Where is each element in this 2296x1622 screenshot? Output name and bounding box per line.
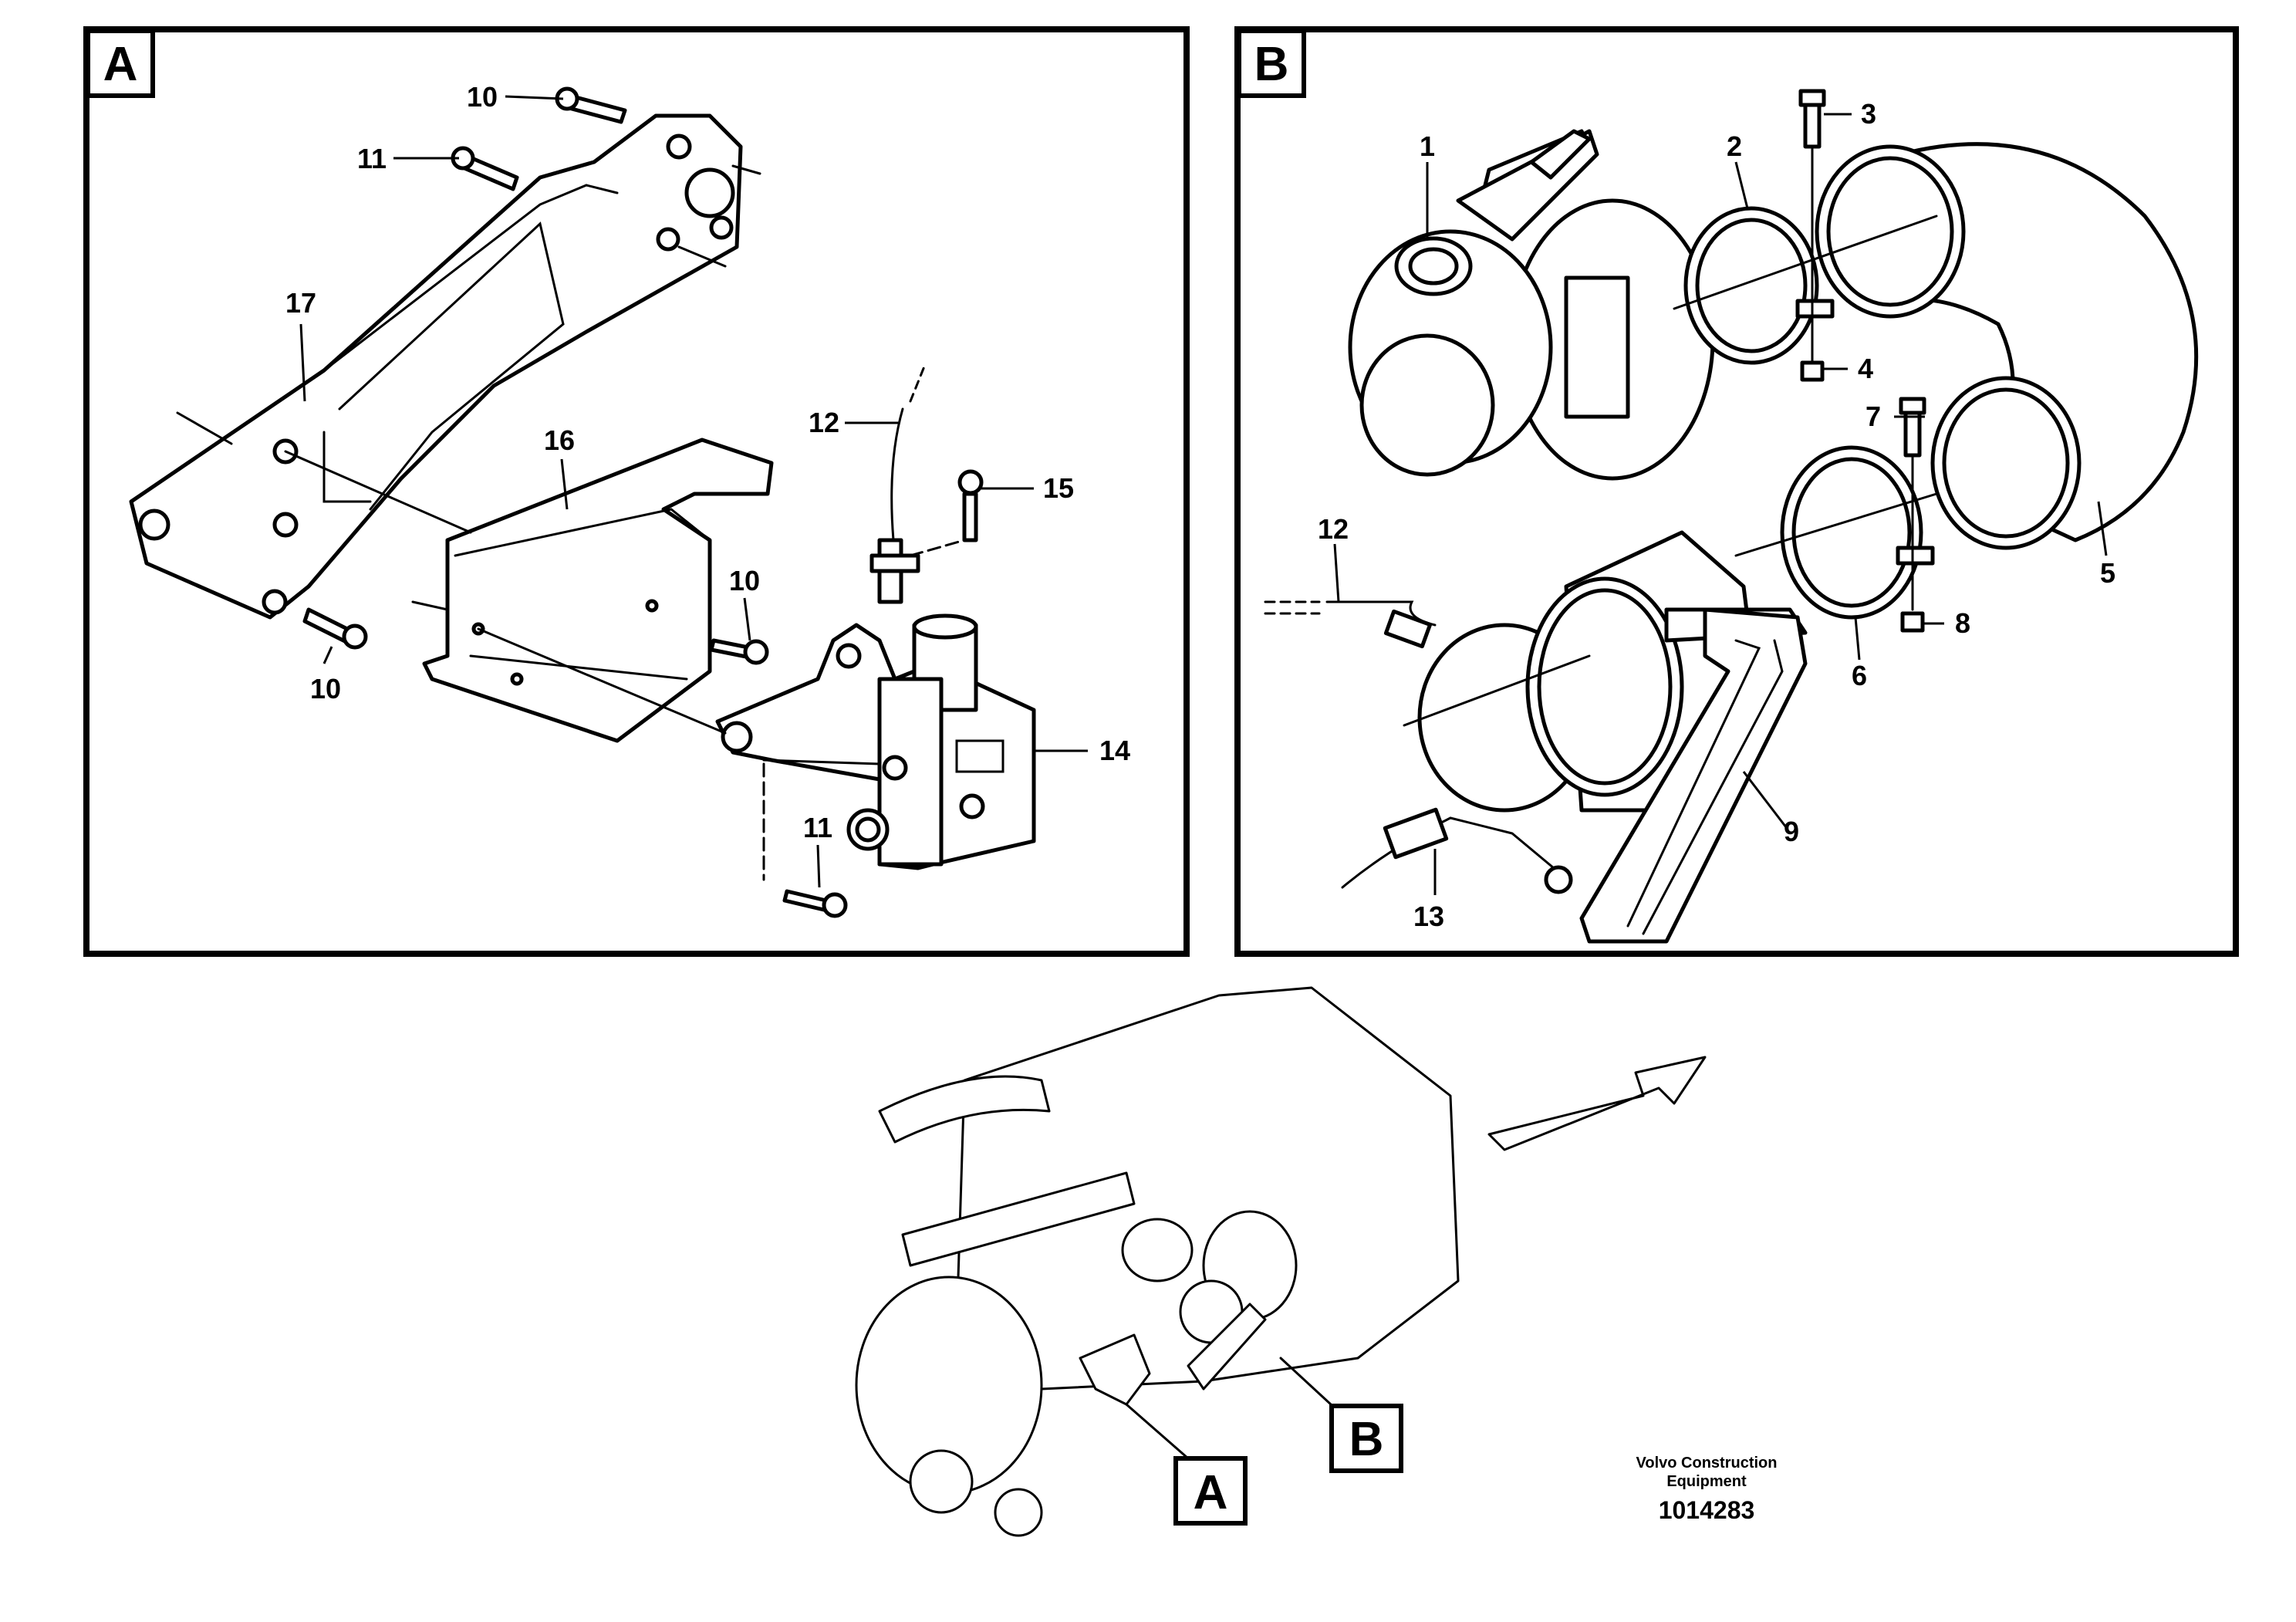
callout-a-12: 12 bbox=[809, 407, 839, 438]
assembly-lines-b bbox=[1403, 215, 1938, 727]
callout-a-10-top: 10 bbox=[467, 81, 498, 113]
bracket-17 bbox=[129, 113, 761, 620]
callouts-a: 10 11 17 16 10 10 12 15 14 11 bbox=[285, 81, 1130, 843]
callouts-b: 1 2 3 4 5 6 7 8 9 12 13 bbox=[1318, 98, 2115, 932]
hose-13 bbox=[1341, 807, 1573, 894]
drawing-number: 1014283 bbox=[1659, 1496, 1755, 1524]
engine-overview bbox=[855, 986, 1707, 1537]
hose-12 bbox=[1264, 600, 1437, 649]
callout-b-7: 7 bbox=[1866, 400, 1881, 432]
footer: Volvo Construction Equipment 1014283 bbox=[1636, 1455, 1778, 1524]
callout-b-12: 12 bbox=[1318, 513, 1349, 545]
callout-a-16: 16 bbox=[544, 424, 575, 456]
callout-b-9: 9 bbox=[1784, 816, 1799, 847]
overview-marker-a: A bbox=[1125, 1403, 1248, 1526]
callout-a-17: 17 bbox=[285, 287, 316, 319]
panel-b-letter-box bbox=[1237, 29, 1306, 98]
bolt-7-nut-8 bbox=[1899, 397, 1926, 633]
fasteners-a bbox=[302, 86, 984, 918]
callout-a-15: 15 bbox=[1043, 472, 1074, 504]
pipe-9 bbox=[1579, 607, 1808, 944]
overview-marker-b: B bbox=[1279, 1357, 1403, 1473]
clamp-2 bbox=[1683, 206, 1835, 365]
callout-a-14: 14 bbox=[1099, 735, 1130, 766]
sensor-12 bbox=[869, 361, 927, 604]
company-line-2: Equipment bbox=[1666, 1473, 1747, 1490]
callout-b-13: 13 bbox=[1413, 901, 1444, 932]
assembly-lines-a bbox=[284, 450, 966, 881]
pipe-5 bbox=[1815, 142, 2199, 550]
bolt-3-nut-4 bbox=[1798, 89, 1826, 382]
callout-a-11-bottom: 11 bbox=[803, 812, 832, 843]
callout-b-1: 1 bbox=[1420, 130, 1435, 162]
overview-marker-b-label: B bbox=[1349, 1413, 1384, 1466]
callout-b-2: 2 bbox=[1727, 130, 1742, 162]
callout-b-6: 6 bbox=[1852, 660, 1867, 691]
panel-a-letter: A bbox=[103, 38, 138, 91]
company-line-1: Volvo Construction bbox=[1636, 1455, 1778, 1472]
bracket-16 bbox=[411, 438, 774, 743]
callout-a-10-mid: 10 bbox=[729, 565, 760, 596]
panel-a: A bbox=[83, 26, 1190, 957]
leaders-a bbox=[299, 95, 1088, 888]
turbocharger-1 bbox=[1348, 129, 1715, 481]
callout-a-11-top: 11 bbox=[357, 143, 387, 174]
overview-marker-a-label: A bbox=[1194, 1466, 1228, 1519]
callout-b-5: 5 bbox=[2100, 557, 2115, 589]
leaders-b bbox=[1333, 113, 2108, 895]
callout-b-8: 8 bbox=[1955, 607, 1970, 639]
valve-14 bbox=[715, 613, 1036, 870]
panel-a-letter-box bbox=[86, 29, 155, 98]
panel-b: B bbox=[1234, 26, 2239, 957]
callout-a-10-bottom: 10 bbox=[310, 673, 341, 705]
clamp-6 bbox=[1780, 445, 1935, 620]
callout-b-4: 4 bbox=[1858, 353, 1873, 384]
panel-b-letter: B bbox=[1254, 38, 1289, 91]
callout-b-3: 3 bbox=[1861, 98, 1876, 130]
